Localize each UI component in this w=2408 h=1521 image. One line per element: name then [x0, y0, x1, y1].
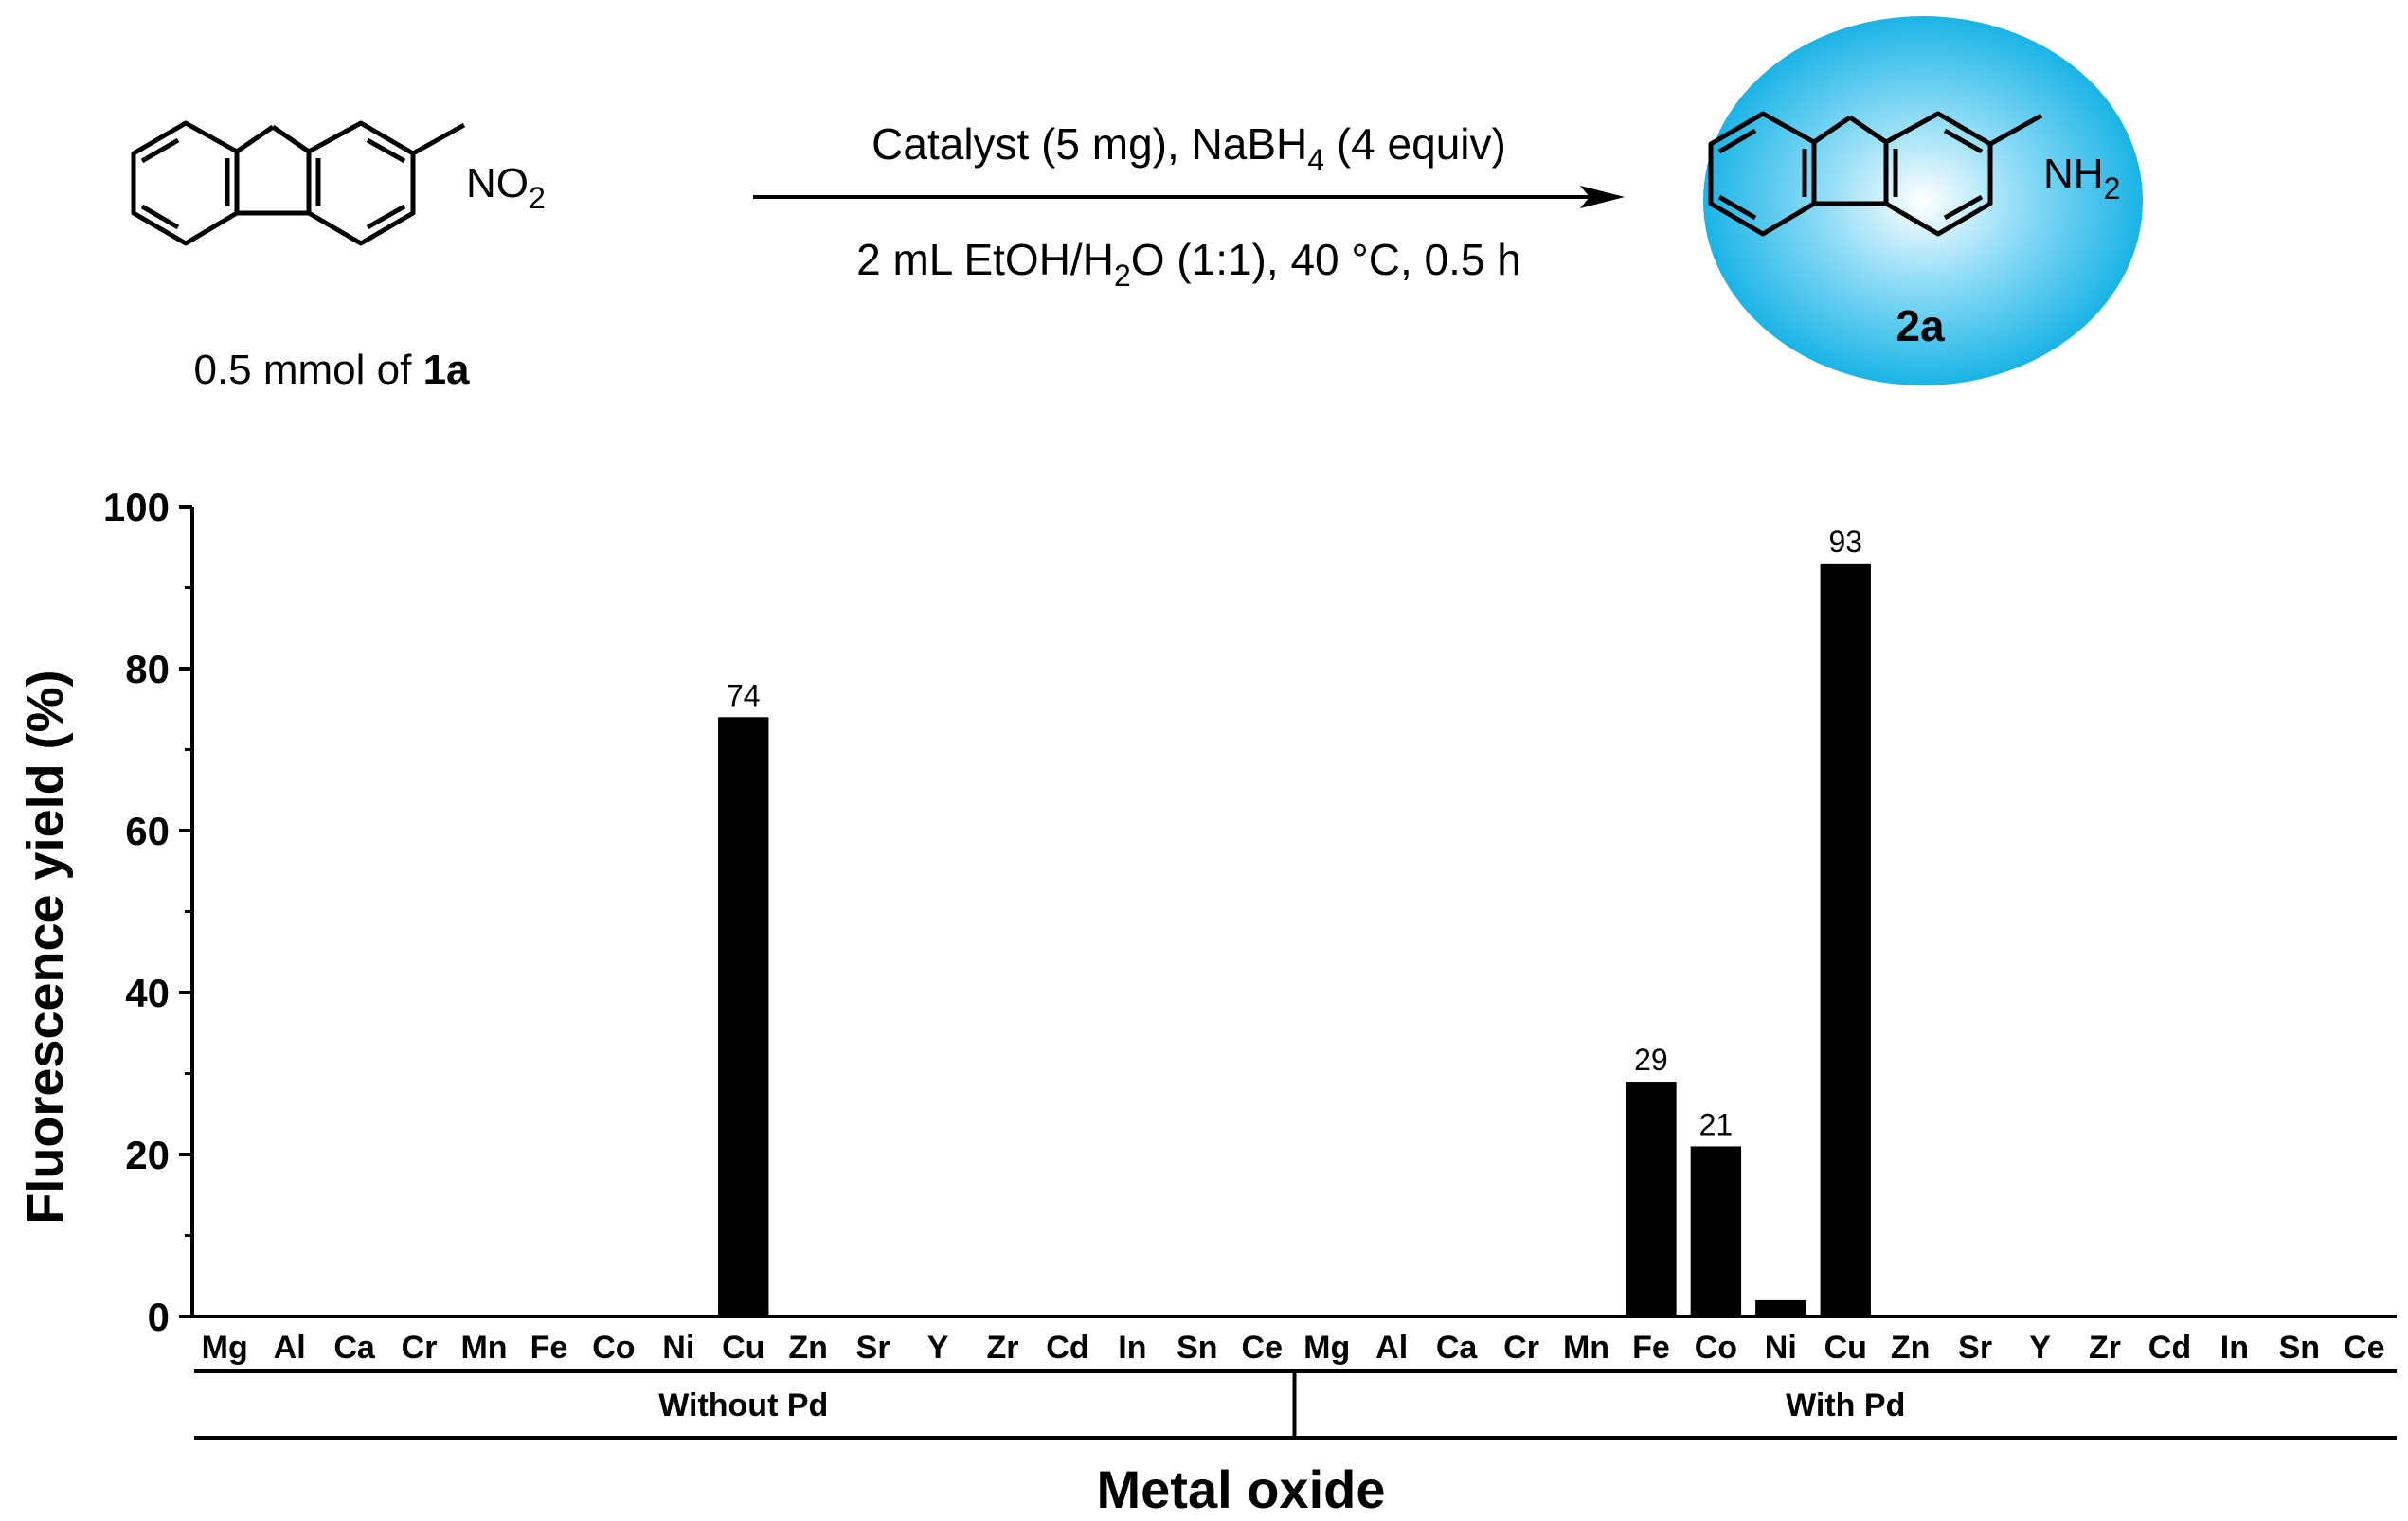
x-axis: Mg Al Ca Cr Mn Fe Co Ni Cu Zn Sr Y Zr Cd In Sn Ce Mg Al Ca C…	[192, 1315, 2397, 1440]
x-tick-label: Cu	[1824, 1330, 1867, 1366]
bar	[1755, 1299, 1806, 1316]
x-tick-label: In	[1118, 1330, 1146, 1366]
reactant-nitro-label: NO2	[466, 160, 546, 215]
x-tick-label: Zn	[1891, 1330, 1931, 1366]
x-tick-label: Cd	[2148, 1330, 2191, 1366]
group-label: Without Pd	[658, 1387, 828, 1423]
y-tick-label: 60	[125, 809, 170, 853]
x-tick-label: Fe	[530, 1330, 568, 1366]
reaction-arrowhead	[1580, 186, 1625, 208]
bar	[1690, 1146, 1742, 1316]
x-tick-label: Cu	[722, 1330, 764, 1366]
x-tick-label: Co	[1695, 1330, 1737, 1366]
bars: 74 29 21 93	[718, 525, 1871, 1316]
bar	[1626, 1082, 1677, 1316]
group-label: With Pd	[1786, 1387, 1905, 1423]
bar-data-label: 93	[1828, 525, 1862, 559]
x-tick-label: Sr	[1958, 1330, 1992, 1366]
x-tick-label: Cr	[402, 1330, 438, 1366]
x-tick-label: Ni	[662, 1330, 694, 1366]
x-tick-label: Zr	[2089, 1330, 2121, 1366]
reaction-scheme: NO2 0.5 mmol of 1a Catalyst (5 mg), NaBH…	[131, 16, 2143, 393]
y-axis-title: Fluorescence yield (%)	[17, 670, 74, 1224]
product-label: 2a	[1896, 301, 1945, 350]
x-tick-label: Co	[592, 1330, 635, 1366]
bar-data-label: 21	[1699, 1107, 1734, 1141]
y-tick-label: 80	[125, 647, 170, 691]
x-tick-label: Sn	[1177, 1330, 1217, 1366]
bar	[1820, 563, 1871, 1316]
reactant-caption: 0.5 mmol of 1a	[193, 347, 470, 393]
x-tick-label: Cr	[1503, 1330, 1539, 1366]
x-tick-label: Mg	[1303, 1330, 1350, 1366]
x-tick-label: Sn	[2279, 1330, 2320, 1366]
x-tick-label: Zr	[987, 1330, 1019, 1366]
x-tick-label: Al	[1375, 1330, 1408, 1366]
x-tick-label: Ce	[1242, 1330, 1283, 1366]
x-tick-label: Y	[2029, 1330, 2051, 1366]
x-tick-label: Fe	[1632, 1330, 1670, 1366]
y-tick-label: 40	[125, 971, 170, 1015]
x-tick-label: Ni	[1765, 1330, 1797, 1366]
y-tick-label: 20	[125, 1133, 170, 1177]
condition-line-2: 2 mL EtOH/H2O (1:1), 40 °C, 0.5 h	[856, 235, 1521, 293]
x-tick-label: Sr	[856, 1330, 890, 1366]
x-tick-label: Ca	[1436, 1330, 1479, 1366]
x-tick-label: Ce	[2344, 1330, 2384, 1366]
x-axis-title: Metal oxide	[1097, 1459, 1386, 1519]
x-tick-label: Mn	[460, 1330, 507, 1366]
x-tick-label: Al	[274, 1330, 306, 1366]
y-axis: 0 20 40 60 80 100	[103, 485, 194, 1339]
x-tick-label: Cd	[1046, 1330, 1088, 1366]
bar-data-label: 74	[727, 678, 761, 712]
x-tick-label: Ca	[333, 1330, 376, 1366]
x-tick-label: Y	[927, 1330, 949, 1366]
product-structure	[1708, 111, 2043, 237]
x-tick-label: Mn	[1563, 1330, 1609, 1366]
product-highlight	[1703, 16, 2143, 385]
x-tick-label: In	[2220, 1330, 2249, 1366]
reactant-structure	[131, 120, 466, 246]
bar	[718, 717, 769, 1316]
condition-line-1: Catalyst (5 mg), NaBH4 (4 equiv)	[872, 119, 1506, 177]
x-tick-label: Zn	[788, 1330, 828, 1366]
y-tick-label: 0	[148, 1295, 170, 1339]
bar-data-label: 29	[1634, 1043, 1668, 1077]
x-tick-label: Mg	[202, 1330, 248, 1366]
product-amine-label: NH2	[2043, 151, 2120, 206]
y-tick-label: 100	[103, 485, 170, 529]
